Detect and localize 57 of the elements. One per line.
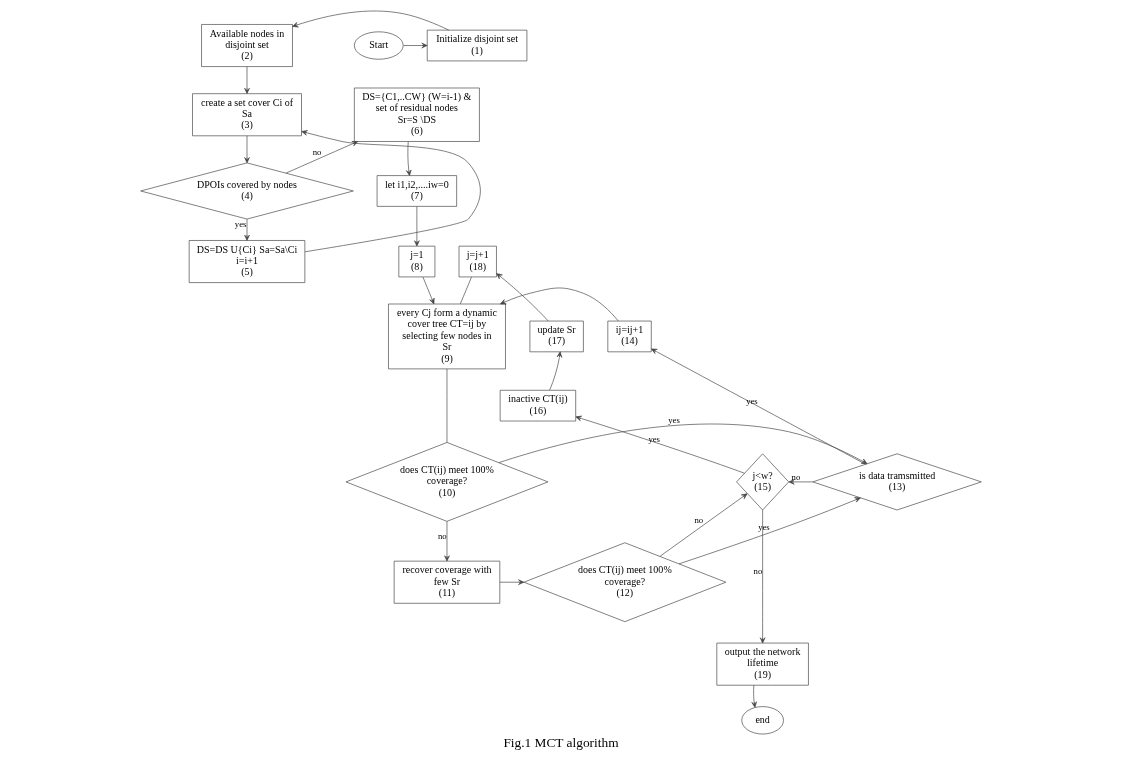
connector (446, 368, 448, 443)
edge-label: yes (758, 522, 770, 533)
arrow (788, 479, 814, 485)
arrow (292, 10, 450, 31)
node-box: output the network lifetime (19) (716, 642, 809, 686)
node-box: DS={C1,..CW} (W=i-1) & set of residual nodes Sr=S \DS (6) (354, 87, 480, 142)
edge-label: no (694, 514, 704, 525)
arrow (651, 348, 866, 465)
arrow (678, 497, 861, 565)
node-diamond: j<w? (15) (736, 453, 790, 511)
node-diamond: does CT(ij) meet 100% coverage? (10) (345, 442, 549, 522)
edge-label: yes (234, 219, 247, 230)
edge-label: yes (668, 414, 680, 425)
arrow (499, 579, 525, 585)
node-box: Initialize disjoint set (1) (426, 29, 528, 62)
connector (459, 276, 472, 305)
arrow (549, 351, 563, 391)
arrow (659, 493, 748, 557)
node-box: Available nodes in disjoint set (2) (201, 24, 293, 67)
node-box: ij=ij+1 (14) (607, 320, 652, 353)
caption: Fig.1 MCT algorithm (503, 735, 619, 751)
arrow (759, 509, 766, 644)
node-ellipse: end (741, 706, 784, 735)
arrow (403, 42, 428, 49)
edge-label: no (753, 566, 763, 577)
arrow (285, 141, 359, 174)
arrow (422, 276, 435, 305)
node-box: let i1,i2,....iw=0 (7) (376, 175, 457, 207)
node-diamond: is data tramsmitted (13) (812, 453, 982, 511)
arrow (498, 423, 868, 464)
arrow (301, 130, 481, 253)
node-box: j=1 (8) (398, 245, 436, 278)
arrow (751, 684, 757, 708)
node-box: create a set cover Ci of Sa (3) (192, 93, 302, 137)
arrow (444, 521, 450, 562)
node-box: inactive CT(ij) (16) (499, 389, 577, 422)
node-box: DS=DS U{Ci} Sa=Sa\Ci i=i+1 (5) (188, 240, 306, 283)
arrow (414, 206, 420, 247)
node-box: update Sr (17) (529, 320, 584, 353)
node-ellipse: Start (354, 31, 404, 60)
edge-label: yes (746, 396, 758, 407)
edge-label: no (437, 530, 447, 541)
edge-label: yes (648, 433, 661, 444)
arrow (244, 135, 250, 164)
arrow (244, 66, 250, 94)
arrow (575, 415, 745, 474)
edge-label: no (312, 146, 322, 157)
arrow (244, 218, 250, 241)
node-diamond: does CT(ij) meet 100% coverage? (12) (523, 542, 727, 622)
arrow (406, 141, 412, 176)
arrow (496, 273, 549, 322)
arrow (500, 287, 619, 322)
node-box: j=j+1 (18) (458, 245, 497, 278)
node-box: recover coverage with few Sr (11) (393, 560, 501, 604)
node-box: every Cj form a dynamic cover tree CT=ij by selecting few nodes in Sr (9) (388, 303, 506, 370)
edge-label: no (791, 471, 801, 482)
node-diamond: DPOIs covered by nodes (4) (140, 162, 354, 220)
